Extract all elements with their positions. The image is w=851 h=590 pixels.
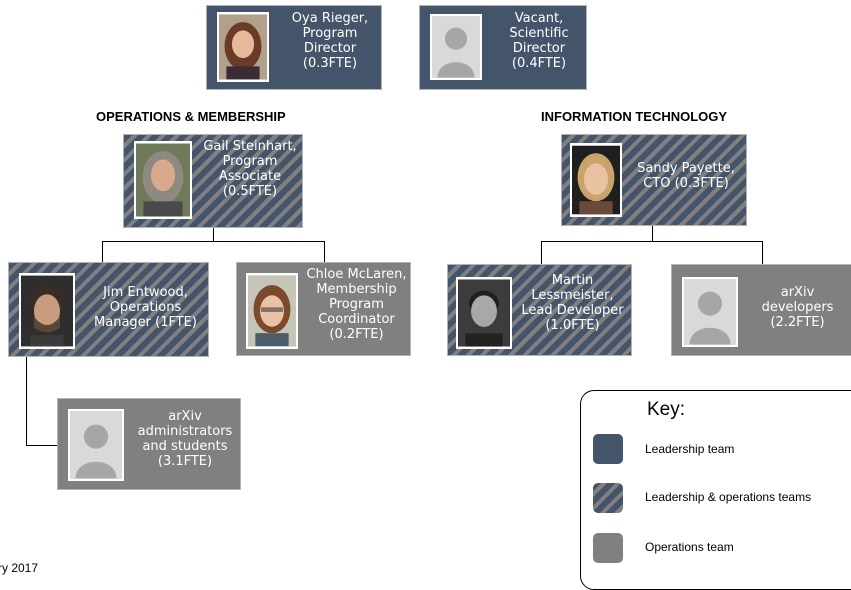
- connector-admin-horizontal: [26, 445, 58, 446]
- connector-it-right-drop: [762, 241, 763, 264]
- director-label: Oya Rieger, Program Director (0.3FTE): [291, 11, 369, 71]
- lead-developer-box: Martin Lessmeister, Lead Developer (1.0F…: [447, 264, 632, 356]
- connector-ops-right-drop: [324, 241, 325, 262]
- connector-admin-vertical: [26, 357, 27, 445]
- man-photo-icon: [19, 273, 75, 349]
- developers-label: arXiv developers (2.2FTE): [761, 285, 834, 330]
- man-photo-icon: [456, 277, 512, 349]
- membership-coordinator-box: Chloe McLaren, Membership Program Coordi…: [236, 262, 411, 356]
- legend-label-operations: Operations team: [645, 540, 734, 554]
- scientific-director-box: Vacant, Scientific Director (0.4FTE): [419, 5, 587, 90]
- legend-title: Key:: [647, 399, 686, 420]
- woman-photo-icon: [246, 273, 298, 349]
- person-placeholder-icon: [430, 14, 482, 80]
- woman-photo-icon: [134, 141, 192, 219]
- cto-label: Sandy Payette, CTO (0.3FTE): [637, 161, 735, 191]
- connector-ops-left-drop: [102, 241, 103, 262]
- connector-it-vertical: [652, 226, 653, 241]
- director-box: Oya Rieger, Program Director (0.3FTE): [206, 5, 382, 90]
- connector-ops-vertical: [213, 228, 214, 241]
- cto-box: Sandy Payette, CTO (0.3FTE): [561, 134, 747, 226]
- person-placeholder-icon: [68, 409, 124, 481]
- connector-it-horizontal: [541, 241, 763, 242]
- operations-manager-label: Jim Entwood, Operations Manager (1FTE): [94, 285, 197, 330]
- lead-developer-label: Martin Lessmeister, Lead Developer (1.0F…: [521, 273, 624, 333]
- legend-box: Key: Leadership team Leadership & operat…: [580, 390, 851, 590]
- administrators-label: arXiv administrators and students (3.1FT…: [137, 409, 233, 469]
- program-associate-label: Gail Steinhart, Program Associate (0.5FT…: [203, 139, 297, 199]
- administrators-box: arXiv administrators and students (3.1FT…: [57, 398, 241, 490]
- footer-date: ry 2017: [0, 561, 39, 575]
- legend-swatch-leadership: [593, 434, 623, 464]
- legend-label-leadership: Leadership team: [645, 442, 735, 456]
- membership-coordinator-label: Chloe McLaren, Membership Program Coordi…: [306, 267, 407, 342]
- developers-box: arXiv developers (2.2FTE): [671, 264, 851, 356]
- operations-heading: OPERATIONS & MEMBERSHIP: [96, 109, 286, 124]
- person-placeholder-icon: [682, 277, 738, 347]
- operations-manager-box: Jim Entwood, Operations Manager (1FTE): [8, 262, 209, 357]
- it-heading: INFORMATION TECHNOLOGY: [541, 109, 728, 124]
- woman-photo-icon: [217, 12, 269, 82]
- legend-swatch-leadership-operations: [593, 483, 623, 513]
- legend-label-leadership-operations: Leadership & operations teams: [645, 490, 812, 504]
- program-associate-box: Gail Steinhart, Program Associate (0.5FT…: [123, 134, 303, 228]
- connector-ops-horizontal: [102, 241, 325, 242]
- woman-photo-icon: [570, 143, 622, 217]
- connector-it-left-drop: [541, 241, 542, 264]
- scientific-director-label: Vacant, Scientific Director (0.4FTE): [509, 11, 569, 71]
- legend-swatch-operations: [593, 533, 623, 563]
